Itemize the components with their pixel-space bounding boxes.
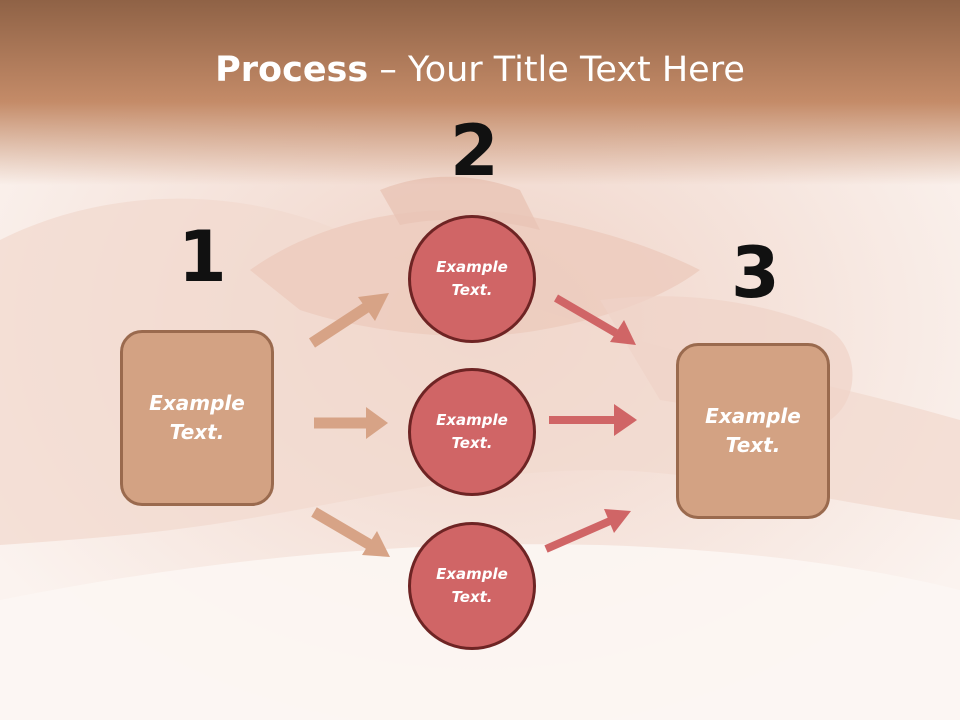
step-number-3: 3: [731, 232, 780, 314]
step-number-2: 2: [450, 110, 499, 192]
right-box-text: Example Text.: [705, 404, 801, 457]
title-rest: – Your Title Text Here: [368, 50, 745, 90]
left-box: Example Text.: [120, 330, 274, 506]
circle-top: Example Text.: [408, 215, 536, 343]
step-number-1: 1: [178, 216, 227, 298]
circle-bottom: Example Text.: [408, 522, 536, 650]
circle-top-text: Example Text.: [436, 258, 508, 299]
slide-title: Process – Your Title Text Here: [0, 50, 960, 90]
title-bold: Process: [215, 50, 369, 90]
left-box-text: Example Text.: [149, 391, 245, 444]
right-box: Example Text.: [676, 343, 830, 519]
circle-middle-text: Example Text.: [436, 411, 508, 452]
circle-bottom-text: Example Text.: [436, 565, 508, 606]
circle-middle: Example Text.: [408, 368, 536, 496]
